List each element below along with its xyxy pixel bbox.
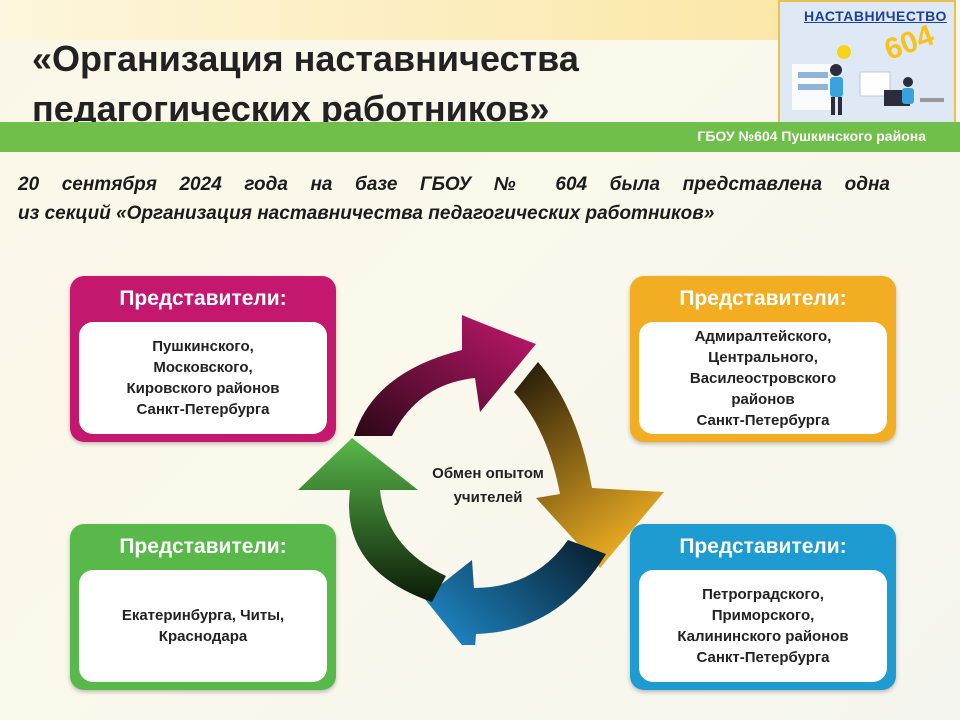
representatives-box-blue: Представители: Петроградского, Приморско… (630, 524, 896, 690)
mentorship-illustration-icon: 604 (792, 19, 944, 115)
logo-number: 604 (880, 19, 939, 67)
title-line-1: «Организация наставничества (32, 38, 579, 79)
box-line: Екатеринбурга, Читы, (121, 607, 285, 624)
box-line: районов (731, 390, 795, 408)
cycle-arrow-green (298, 438, 446, 602)
box-content: Петроградского, Приморского, Калининског… (639, 570, 887, 682)
box-line: Центрального, (708, 348, 818, 366)
box-line: Калининского районов (677, 628, 849, 645)
box-title: Представители: (679, 535, 847, 558)
cycle-arrow-blue (424, 540, 606, 645)
representatives-box-pink: Представители: Пушкинского, Московского,… (70, 276, 336, 442)
page-title: «Организация наставничества педагогическ… (32, 34, 579, 134)
box-line: Кировского районов (126, 380, 280, 397)
recycle-arrows-icon (298, 315, 664, 645)
box-content: Пушкинского, Московского, Кировского рай… (79, 322, 327, 434)
box-line: Приморского, (711, 607, 815, 624)
box-line: Московского, (153, 359, 253, 376)
school-name: ГБОУ №604 Пушкинского района (697, 128, 926, 144)
box-title: Представители: (119, 535, 287, 558)
box-line: Санкт-Петербурга (696, 411, 830, 429)
logo-word: НАСТАВНИЧЕСТВО (804, 8, 947, 24)
box-title: Представители: (119, 287, 287, 310)
box-content: Адмиралтейского, Центрального, Василеост… (639, 322, 887, 434)
box-line: Краснодара (158, 628, 248, 645)
cycle-arrow-pink (354, 315, 536, 436)
intro-line-1: 20 сентября 2024 года на базе ГБОУ № 604… (18, 174, 890, 195)
box-title: Представители: (679, 287, 847, 310)
intro-text: 20 сентября 2024 года на базе ГБОУ № 604… (18, 170, 890, 228)
box-line: Пушкинского, (152, 338, 254, 355)
box-content: Екатеринбурга, Читы, Краснодара (79, 570, 327, 682)
representatives-box-green: Представители: Екатеринбурга, Читы, Крас… (70, 524, 336, 690)
mentorship-logo: НАСТАВНИЧЕСТВО 604 (778, 0, 956, 126)
center-line-2: учителей (453, 489, 523, 506)
box-line: Санкт-Петербурга (136, 401, 270, 418)
representatives-box-orange: Представители: Адмиралтейского, Централь… (630, 276, 896, 442)
box-line: Василеостровского (689, 369, 837, 387)
box-line: Санкт-Петербурга (696, 649, 830, 666)
box-line: Адмиралтейского, (694, 327, 832, 345)
box-line: Петроградского, (702, 586, 824, 603)
center-label: Обмен опытом учителей (396, 462, 580, 510)
center-line-1: Обмен опытом (432, 465, 544, 482)
intro-line-2: из секций «Организация наставничества пе… (18, 203, 715, 224)
top-gradient (0, 0, 780, 40)
header-bar (0, 122, 960, 152)
cycle-arrow-orange (514, 362, 664, 568)
